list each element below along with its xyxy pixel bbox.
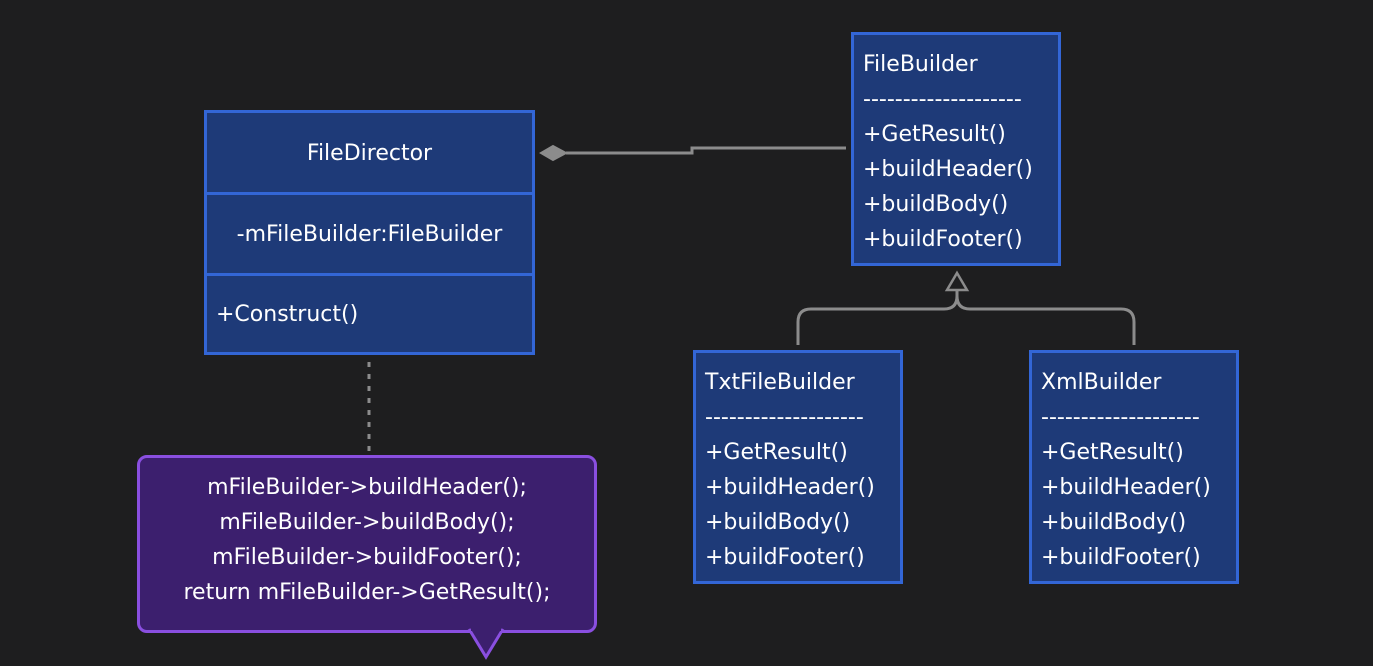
inheritance-line-xml	[955, 295, 1136, 345]
class-file-director[interactable]: FileDirector -mFileBuilder:FileBuilder +…	[204, 110, 535, 355]
class-file-builder[interactable]: FileBuilder -------------------- +GetRes…	[851, 32, 1061, 266]
class-name: TxtFileBuilder	[705, 370, 855, 395]
class-divider	[207, 273, 532, 276]
method-item: +buildHeader()	[1041, 475, 1211, 500]
class-separator: --------------------	[705, 405, 864, 430]
method-item: +buildHeader()	[705, 475, 875, 500]
class-txt-file-builder[interactable]: TxtFileBuilder -------------------- +Get…	[693, 350, 903, 584]
note-line: mFileBuilder->buildBody();	[219, 510, 515, 535]
note-pointer	[467, 627, 505, 660]
method-item: +buildHeader()	[863, 157, 1033, 182]
method-item: +buildFooter()	[1041, 545, 1201, 570]
method-item: +GetResult()	[863, 122, 1006, 147]
class-divider	[207, 192, 532, 195]
method-item: +GetResult()	[1041, 440, 1184, 465]
composition-line	[566, 146, 846, 155]
note-line: mFileBuilder->buildHeader();	[207, 475, 527, 500]
class-name: XmlBuilder	[1041, 370, 1162, 395]
inheritance-line-txt	[796, 290, 959, 345]
inheritance-arrowhead	[944, 270, 970, 292]
class-separator: --------------------	[863, 87, 1022, 112]
class-xml-builder[interactable]: XmlBuilder -------------------- +GetResu…	[1029, 350, 1239, 584]
composition-diamond	[539, 144, 569, 162]
class-attribute: -mFileBuilder:FileBuilder	[236, 221, 503, 247]
code-note[interactable]: mFileBuilder->buildHeader(); mFileBuilde…	[137, 455, 597, 633]
method-item: +buildFooter()	[863, 227, 1023, 252]
method-item: +buildFooter()	[705, 545, 865, 570]
class-name: FileBuilder	[863, 52, 978, 77]
method-item: +GetResult()	[705, 440, 848, 465]
note-line: mFileBuilder->buildFooter();	[212, 545, 522, 570]
method-item: +buildBody()	[1041, 510, 1187, 535]
class-name: FileDirector	[306, 140, 433, 166]
class-separator: --------------------	[1041, 405, 1200, 430]
class-operation: +Construct()	[216, 301, 359, 327]
method-item: +buildBody()	[863, 192, 1009, 217]
note-line: return mFileBuilder->GetResult();	[183, 580, 551, 605]
method-item: +buildBody()	[705, 510, 851, 535]
